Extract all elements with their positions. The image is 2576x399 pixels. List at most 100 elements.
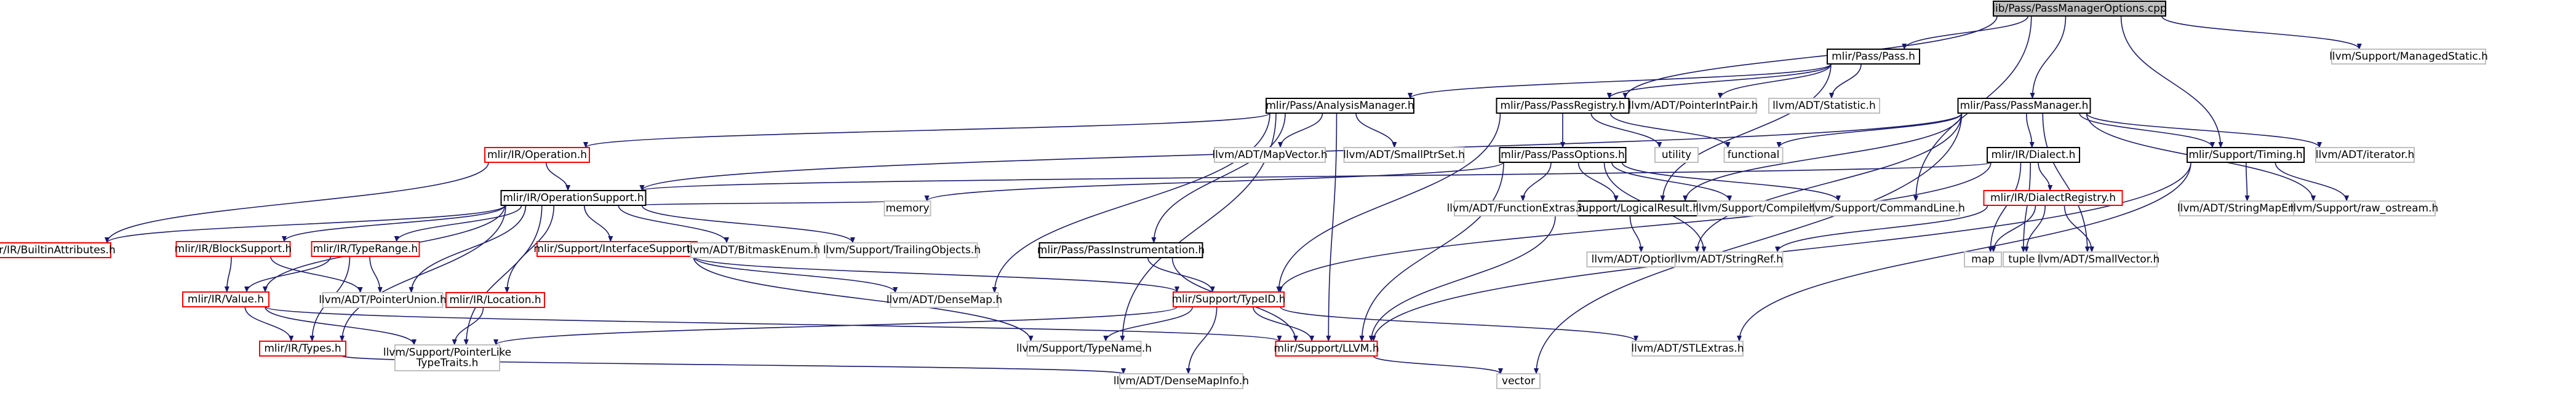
edge-passoptions-to-memory (924, 162, 1504, 202)
node-types[interactable]: mlir/IR/Types.h (259, 341, 346, 357)
node-label: mlir/Support/TypeID.h (1172, 293, 1286, 306)
node-smallvector[interactable]: llvm/ADT/SmallVector.h (2038, 251, 2160, 267)
node-box-ptrliketypetraits (394, 344, 500, 371)
node-memory[interactable]: memory (883, 200, 931, 216)
node-blocksupport[interactable]: mlir/IR/BlockSupport.h (175, 241, 292, 257)
node-box-stringref (1674, 251, 1784, 267)
node-analysismgr[interactable]: mlir/Pass/AnalysisManager.h (1266, 98, 1414, 114)
edge-passmanager-to-functional (1776, 113, 1963, 148)
node-smallptrset[interactable]: llvm/ADT/SmallPtrSet.h (1343, 147, 1465, 163)
edge-pass-to-statistic (1829, 63, 1862, 99)
node-stringref[interactable]: llvm/ADT/StringRef.h (1674, 251, 1784, 267)
edge-dialectregistry-to-map (1991, 205, 2036, 253)
node-label: mlir/Pass/PassManager.h (1960, 100, 2089, 112)
node-box-passmanager (1957, 98, 2091, 114)
node-label: llvm/ADT/StringRef.h (1675, 253, 1783, 266)
node-label: mlir/IR/TypeRange.h (313, 243, 418, 255)
edge-passmanager-to-smallvector (2042, 113, 2090, 253)
node-box-value (182, 291, 269, 307)
node-label: llvm/ADT/Optional.h (1592, 253, 1697, 266)
node-funcextras[interactable]: llvm/ADT/FunctionExtras.h (1447, 200, 1585, 216)
node-typerange[interactable]: mlir/IR/TypeRange.h (311, 241, 420, 257)
node-box-timing (2187, 147, 2305, 163)
node-pass[interactable]: mlir/Pass/Pass.h (1827, 49, 1920, 65)
edge-blocksupport-to-value (224, 256, 232, 293)
node-densemap[interactable]: llvm/ADT/DenseMap.h (887, 292, 1002, 308)
node-bitmaskenum[interactable]: llvm/ADT/BitmaskEnum.h (687, 242, 820, 258)
node-typeid[interactable]: mlir/Support/TypeID.h (1172, 291, 1286, 307)
node-stringmapentry[interactable]: llvm/ADT/StringMapEntry.h (2177, 200, 2318, 216)
edge-blocksupport-to-pointerunion (269, 256, 363, 293)
node-llvmh[interactable]: mlir/Support/LLVM.h (1274, 341, 1379, 357)
edge-pass-to-ptrintpair (1718, 63, 1832, 99)
node-map[interactable]: map (1964, 251, 2002, 267)
node-label: memory (885, 202, 929, 215)
node-box-location (445, 292, 545, 308)
node-functional[interactable]: functional (1723, 147, 1784, 163)
node-iterator[interactable]: llvm/ADT/iterator.h (2315, 147, 2415, 163)
node-opsupport[interactable]: mlir/IR/OperationSupport.h (500, 190, 647, 206)
node-compiler[interactable]: llvm/Support/Compiler.h (1696, 200, 1822, 216)
edge-analysismgr-to-operation (583, 113, 1270, 148)
node-label: llvm/ADT/BitmaskEnum.h (687, 244, 820, 256)
node-box-commandline (1814, 200, 1960, 216)
node-statistic[interactable]: llvm/ADT/Statistic.h (1768, 98, 1880, 114)
node-typename[interactable]: llvm/Support/TypeName.h (1016, 341, 1152, 357)
node-interfacesupport[interactable]: mlir/Support/InterfaceSupport.h (533, 241, 701, 257)
node-root[interactable]: lib/Pass/PassManagerOptions.cpp (1992, 1, 2167, 17)
node-commandline[interactable]: llvm/Support/CommandLine.h (1809, 200, 1965, 216)
node-label: llvm/ADT/STLExtras.h (1631, 342, 1744, 355)
node-vector[interactable]: vector (1496, 373, 1541, 389)
node-label: mlir/Support/LLVM.h (1274, 342, 1379, 355)
node-mapvector[interactable]: llvm/ADT/MapVector.h (1212, 147, 1328, 163)
node-densemapinfo[interactable]: llvm/ADT/DenseMapInfo.h (1114, 373, 1249, 389)
node-builtinattrs[interactable]: mlir/IR/BuiltinAttributes.h (0, 242, 116, 258)
node-pointerunion[interactable]: llvm/ADT/PointerUnion.h (319, 292, 447, 308)
edge-root-to-passmanager (2030, 15, 2067, 99)
edge-passmanager-to-optional (1694, 113, 1963, 253)
node-location[interactable]: mlir/IR/Location.h (445, 292, 545, 308)
node-dialect[interactable]: mlir/IR/Dialect.h (1987, 147, 2080, 163)
edge-opsupport-to-bitmaskenum (618, 205, 729, 243)
node-timing[interactable]: mlir/Support/Timing.h (2187, 147, 2305, 163)
edge-interfacesupport-to-typeid (693, 256, 1179, 293)
node-box-ptrintpair (1629, 98, 1757, 114)
node-ptrintpair[interactable]: llvm/ADT/PointerIntPair.h (1629, 98, 1758, 114)
node-trailingobjects[interactable]: llvm/Support/TrailingObjects.h (823, 242, 981, 258)
edge-types-to-densemapinfo (341, 355, 1126, 374)
edge-root-to-managedstatic (2161, 15, 2362, 50)
node-box-blocksupport (175, 241, 291, 257)
node-box-trailingobjects (826, 242, 978, 258)
node-rawostream[interactable]: llvm/Support/raw_ostream.h (2291, 200, 2439, 216)
node-dialectregistry[interactable]: mlir/IR/DialectRegistry.h (1983, 190, 2123, 206)
node-passmanager[interactable]: mlir/Pass/PassManager.h (1957, 98, 2091, 114)
node-stlextras[interactable]: llvm/ADT/STLExtras.h (1631, 341, 1744, 357)
node-box-bitmaskenum (690, 242, 818, 258)
node-label: llvm/Support/TrailingObjects.h (823, 244, 981, 256)
node-passinstr[interactable]: mlir/Pass/PassInstrumentation.h (1037, 242, 1205, 258)
node-label: llvm/Support/PointerLike (383, 347, 511, 359)
node-utility[interactable]: utility (1654, 147, 1699, 163)
node-managedstatic[interactable]: llvm/Support/ManagedStatic.h (2329, 49, 2488, 65)
edge-typeid-to-stlextras (1280, 306, 1638, 342)
edge-opsupport-to-pointerunion (409, 205, 527, 293)
node-label: llvm/ADT/iterator.h (2316, 149, 2415, 161)
file-nodes: lib/Pass/PassManagerOptions.cpp mlir/Pass… (0, 1, 2488, 389)
edge-timing-to-stringmapentry (2244, 162, 2250, 202)
node-label: mlir/IR/Location.h (449, 294, 541, 306)
edge-dialect-to-opsupport (640, 162, 1992, 191)
node-operation[interactable]: mlir/IR/Operation.h (484, 147, 590, 163)
node-passregistry[interactable]: mlir/Pass/PassRegistry.h (1496, 98, 1630, 114)
node-tuple[interactable]: tuple (2003, 251, 2041, 267)
node-box-mapvector (1214, 147, 1326, 163)
node-value[interactable]: mlir/IR/Value.h (182, 291, 269, 307)
node-label: tuple (2008, 253, 2035, 266)
edge-interfacesupport-to-densemap (693, 256, 898, 293)
edge-root-to-passregistry (1622, 15, 1998, 99)
node-passoptions[interactable]: mlir/Pass/PassOptions.h (1499, 147, 1627, 163)
edge-opsupport-to-ptrliketypetraits (463, 205, 543, 346)
node-label: mlir/Pass/Pass.h (1832, 50, 1915, 63)
edge-logicalresult-to-optional (1629, 215, 1644, 253)
edge-opsupport-to-memory (641, 200, 890, 207)
